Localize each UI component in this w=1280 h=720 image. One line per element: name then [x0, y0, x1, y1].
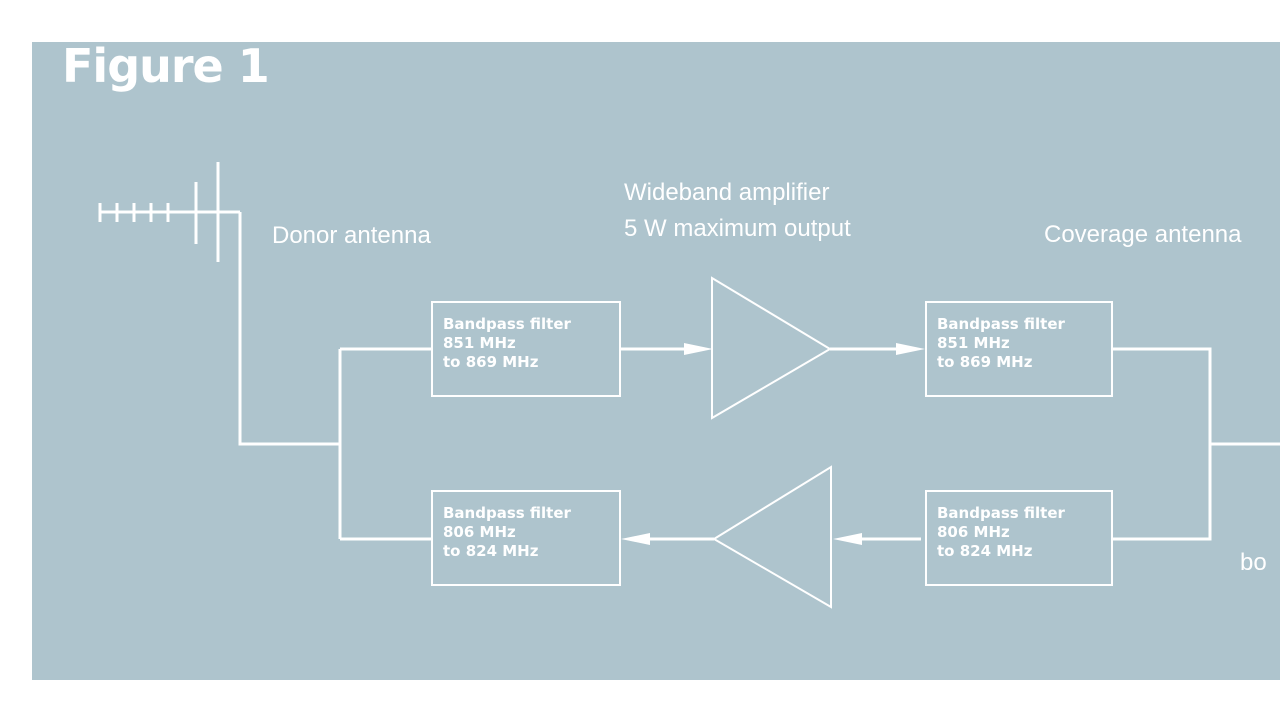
arrow-right-icon	[684, 343, 713, 355]
filter-name: Bandpass filter	[937, 315, 1065, 333]
filter-range-start: 806 MHz	[443, 523, 516, 541]
amplifier-triangle-left-icon	[712, 465, 832, 609]
donor-feed-line	[238, 212, 340, 446]
arrow-right-icon	[896, 343, 925, 355]
filter-range-start: 851 MHz	[443, 334, 516, 352]
coverage-antenna-label: Coverage antenna	[1044, 221, 1242, 248]
filter-name: Bandpass filter	[443, 315, 571, 333]
arrow-left-icon	[621, 533, 650, 545]
donor-antenna-label: Donor antenna	[272, 222, 431, 249]
bandpass-filter-uplink-out: Bandpass filter 806 MHz to 824 MHz	[431, 490, 621, 586]
filter-range-end: to 824 MHz	[937, 542, 1033, 560]
filter-range-end: to 824 MHz	[443, 542, 539, 560]
filter-name: Bandpass filter	[937, 504, 1065, 522]
bandpass-filter-uplink-in: Bandpass filter 806 MHz to 824 MHz	[925, 490, 1113, 586]
cut-off-label: bo	[1240, 549, 1267, 576]
figure-title: Figure 1	[62, 39, 270, 93]
amplifier-label-line1: Wideband amplifier	[624, 179, 830, 206]
right-side-line	[1113, 347, 1212, 541]
yagi-antenna-icon	[98, 162, 240, 262]
amplifier-label-line2: 5 W maximum output	[624, 215, 851, 242]
bandpass-filter-downlink-out: Bandpass filter 851 MHz to 869 MHz	[925, 301, 1113, 397]
bandpass-filter-downlink-in: Bandpass filter 851 MHz to 869 MHz	[431, 301, 621, 397]
filter-range-end: to 869 MHz	[937, 353, 1033, 371]
amplifier-triangle-right-icon	[711, 276, 832, 420]
arrow-left-icon	[833, 533, 862, 545]
filter-range-start: 851 MHz	[937, 334, 1010, 352]
filter-name: Bandpass filter	[443, 504, 571, 522]
signal-lines	[238, 212, 1280, 541]
filter-range-end: to 869 MHz	[443, 353, 539, 371]
filter-range-start: 806 MHz	[937, 523, 1010, 541]
